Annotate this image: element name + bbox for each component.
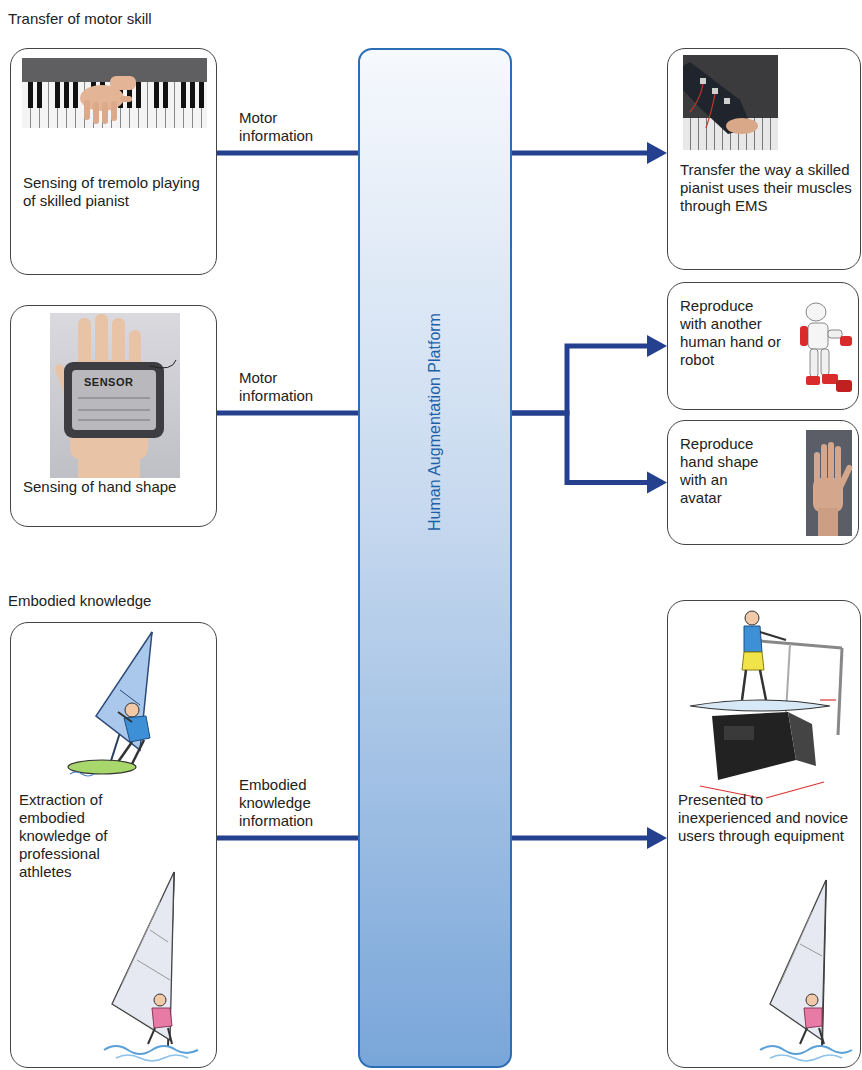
box-text: Sensing of tremolo playing of skilled pi… bbox=[23, 174, 208, 210]
glove-print: SENSOR bbox=[84, 376, 133, 389]
section-heading: Transfer of motor skill bbox=[8, 10, 152, 28]
edge-label: Motor information bbox=[239, 109, 349, 145]
flow-arrow bbox=[512, 413, 667, 494]
robot-figure bbox=[800, 303, 852, 392]
piano-photo bbox=[22, 58, 207, 128]
section-heading: Embodied knowledge bbox=[8, 592, 151, 610]
box-text: Sensing of hand shape bbox=[23, 478, 203, 496]
windsurfer-scene bbox=[104, 872, 198, 1061]
edge-label: Motor information bbox=[239, 369, 349, 405]
box-text: Extraction of embodied knowledge of prof… bbox=[19, 791, 134, 881]
box-text: Presented to inexperienced and novice us… bbox=[678, 791, 856, 845]
flow-arrow bbox=[512, 827, 667, 849]
ems-photo bbox=[683, 55, 778, 150]
windsurfer-novice bbox=[760, 880, 852, 1061]
box-text: Reproduce hand shape with an avatar bbox=[680, 435, 772, 507]
platform-title: Human Augmentation Platform bbox=[426, 313, 444, 531]
output-box: Reproduce hand shape with an avatar bbox=[667, 420, 859, 545]
windsurfer-professional bbox=[68, 632, 152, 776]
flow-arrow bbox=[512, 335, 667, 413]
flow-arrow bbox=[217, 413, 358, 414]
output-box: Reproduce with another human hand or rob… bbox=[667, 282, 859, 410]
sensing-box: Extraction of embodied knowledge of prof… bbox=[10, 622, 217, 1068]
flow-arrow bbox=[512, 142, 667, 164]
avatar-hand bbox=[806, 430, 853, 536]
sensing-box: Sensing of tremolo playing of skilled pi… bbox=[10, 48, 217, 275]
platform-band: Human Augmentation Platform bbox=[358, 48, 512, 1068]
box-text: Reproduce with another human hand or rob… bbox=[680, 297, 782, 369]
glove-photo bbox=[50, 313, 180, 478]
simulator-equipment bbox=[690, 611, 842, 798]
sensing-box: Sensing of hand shape bbox=[10, 305, 217, 527]
edge-label: Embodied knowledge information bbox=[239, 776, 354, 830]
box-text: Transfer the way a skilled pianist uses … bbox=[680, 161, 855, 215]
flow-arrow bbox=[217, 153, 358, 154]
output-box: Transfer the way a skilled pianist uses … bbox=[667, 48, 861, 270]
output-box: Presented to inexperienced and novice us… bbox=[667, 600, 861, 1068]
flow-arrow bbox=[217, 838, 358, 839]
